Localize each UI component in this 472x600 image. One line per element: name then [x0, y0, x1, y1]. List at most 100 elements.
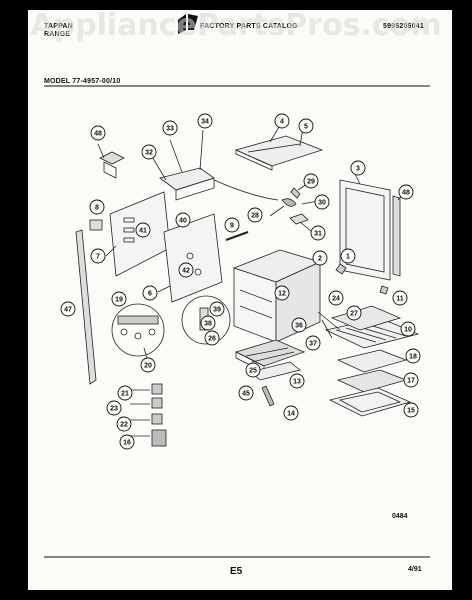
callout-number: 9	[230, 223, 234, 230]
callout-6: 6	[142, 285, 158, 301]
callout-circle	[398, 184, 414, 200]
part-14-bracket	[261, 385, 275, 407]
callout-circle	[142, 285, 158, 301]
page-code: E5	[230, 566, 243, 577]
callout-circle	[178, 262, 194, 278]
callout-number: 14	[287, 411, 295, 418]
callout-11: 11	[392, 290, 408, 306]
drawing-code: 0484	[392, 513, 408, 520]
callout-circle	[310, 225, 326, 241]
callout-circle	[90, 248, 106, 264]
callout-31: 31	[310, 225, 326, 241]
callout-22: 22	[116, 416, 132, 432]
callout-number: 27	[350, 311, 358, 318]
callout-number: 11	[396, 296, 404, 303]
callout-circle	[175, 212, 191, 228]
callout-circle	[314, 194, 330, 210]
callout-circle	[405, 348, 421, 364]
callout-circle	[340, 248, 356, 264]
callout-number: 45	[242, 391, 250, 398]
callout-circle	[245, 362, 261, 378]
callout-circle	[89, 199, 105, 215]
callout-number: 15	[407, 408, 415, 415]
brand-name: TAPPAN	[44, 23, 73, 30]
part-13-drawer-rail	[249, 361, 301, 381]
callout-circle	[224, 217, 240, 233]
callout-circle	[346, 305, 362, 321]
callout-circle	[162, 120, 178, 136]
callout-47: 47	[60, 301, 76, 317]
callout-circle	[135, 222, 151, 238]
callout-number: 47	[64, 307, 72, 314]
part-11-knob	[379, 285, 389, 295]
callout-12: 12	[274, 285, 290, 301]
callout-number: 33	[166, 126, 174, 133]
callout-circle	[403, 372, 419, 388]
callout-circle	[116, 416, 132, 432]
part-4-top-panel	[234, 121, 324, 171]
callout-circle	[312, 250, 328, 266]
callout-16: 16	[119, 434, 135, 450]
parts-28-31-small	[269, 181, 319, 233]
callout-number: 32	[145, 150, 153, 157]
callout-number: 22	[120, 422, 128, 429]
callout-circle	[274, 113, 290, 129]
callout-18: 18	[405, 348, 421, 364]
callout-number: 7	[96, 254, 100, 261]
callout-number: 40	[179, 218, 187, 225]
part-48-strip	[392, 191, 406, 277]
callout-4: 4	[274, 113, 290, 129]
callout-circle	[400, 321, 416, 337]
callout-number: 25	[249, 368, 257, 375]
callout-circle	[283, 405, 299, 421]
callout-13: 13	[289, 373, 305, 389]
callout-30: 30	[314, 194, 330, 210]
part-37-pin	[321, 319, 333, 339]
callout-45: 45	[238, 385, 254, 401]
callout-number: 5	[304, 124, 308, 131]
callout-10: 10	[400, 321, 416, 337]
callout-circle	[274, 285, 290, 301]
callout-number: 30	[318, 200, 326, 207]
callout-2: 2	[312, 250, 328, 266]
callout-number: 36	[295, 323, 303, 330]
part-48-bracket	[97, 143, 125, 179]
part-47-trim-strip	[75, 229, 97, 385]
part-19-burner-detail	[111, 303, 165, 363]
part-32-bracket	[150, 129, 279, 201]
callout-number: 21	[121, 391, 129, 398]
callout-circle	[90, 125, 106, 141]
parts-16-23-valves	[130, 383, 167, 447]
callout-34: 34	[197, 113, 213, 129]
callout-circle	[197, 113, 213, 129]
callout-number: 20	[144, 363, 152, 370]
callout-circle	[200, 315, 216, 331]
callout-circle	[403, 402, 419, 418]
callout-29: 29	[303, 173, 319, 189]
callout-number: 8	[95, 205, 99, 212]
part-6-back-panel	[157, 213, 223, 303]
callout-number: 34	[201, 119, 209, 126]
part-9-rod	[225, 231, 249, 241]
catalog-title: FACTORY PARTS CATALOG	[200, 23, 298, 30]
callout-48: 48	[398, 184, 414, 200]
callout-circle	[119, 434, 135, 450]
callout-26: 26	[204, 330, 220, 346]
part-15-drawer-pan	[328, 387, 412, 417]
callout-number: 2	[318, 256, 322, 263]
callout-39: 39	[209, 301, 225, 317]
callout-circle	[106, 400, 122, 416]
callout-number: 41	[139, 228, 147, 235]
callout-circle	[247, 207, 263, 223]
callout-number: 28	[251, 213, 259, 220]
callout-circle	[209, 301, 225, 317]
callout-21: 21	[117, 385, 133, 401]
callout-circle	[392, 290, 408, 306]
callout-number: 24	[332, 296, 340, 303]
part-18-broiler-pan	[336, 349, 408, 373]
callout-circle	[111, 291, 127, 307]
callout-number: 23	[110, 406, 118, 413]
callout-27: 27	[346, 305, 362, 321]
callout-40: 40	[175, 212, 191, 228]
